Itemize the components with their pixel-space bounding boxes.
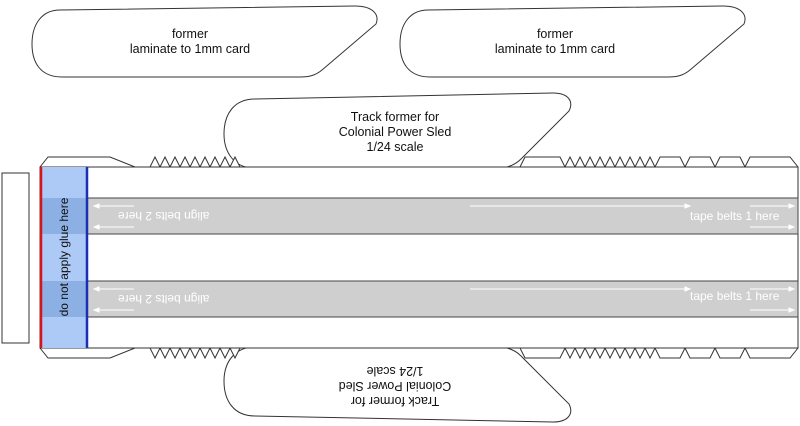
arrows-band-2	[92, 286, 796, 313]
former-piece-top-right	[399, 5, 746, 78]
track-former-line3: 1/24 scale	[366, 364, 424, 378]
glue-strip	[41, 167, 87, 348]
track-former-line1: Track former for	[350, 394, 440, 408]
track-former-line1: Track former for	[350, 110, 440, 124]
track-former-label-top: Track former for Colonial Power Sled 1/2…	[305, 110, 485, 155]
glue-strip-label: do not apply glue here	[57, 197, 71, 317]
belt-band-1	[39, 197, 799, 235]
former-label-top-left: former laminate to 1mm card	[100, 27, 280, 57]
former-piece-top-left	[31, 5, 378, 78]
align-belts-label-1: align belts 2 here	[118, 209, 210, 223]
track-former-line2: Colonial Power Sled	[338, 125, 452, 139]
former-label-line2: laminate to 1mm card	[129, 42, 251, 56]
glue-strip-band-1	[41, 198, 87, 234]
track-former-label-bottom: Track former for Colonial Power Sled 1/2…	[305, 363, 485, 408]
tab-strip	[1, 172, 30, 344]
former-label-top-right: former laminate to 1mm card	[465, 27, 645, 57]
former-label-line2: laminate to 1mm card	[494, 42, 616, 56]
track-former-line2: Colonial Power Sled	[338, 379, 452, 393]
former-label-line1: former	[171, 27, 209, 41]
belt-strip	[39, 166, 799, 349]
belt-band-2	[39, 280, 799, 318]
arrows-band-1	[92, 203, 796, 230]
glue-strip-band-2	[41, 281, 87, 317]
align-belts-label-2: align belts 2 here	[118, 292, 210, 306]
track-former-piece-bottom	[223, 346, 572, 423]
track-former-line3: 1/24 scale	[366, 140, 424, 154]
former-label-line1: former	[536, 27, 574, 41]
tape-belts-label-2: tape belts 1 here	[690, 289, 780, 303]
tape-belts-label-1: tape belts 1 here	[690, 209, 780, 223]
